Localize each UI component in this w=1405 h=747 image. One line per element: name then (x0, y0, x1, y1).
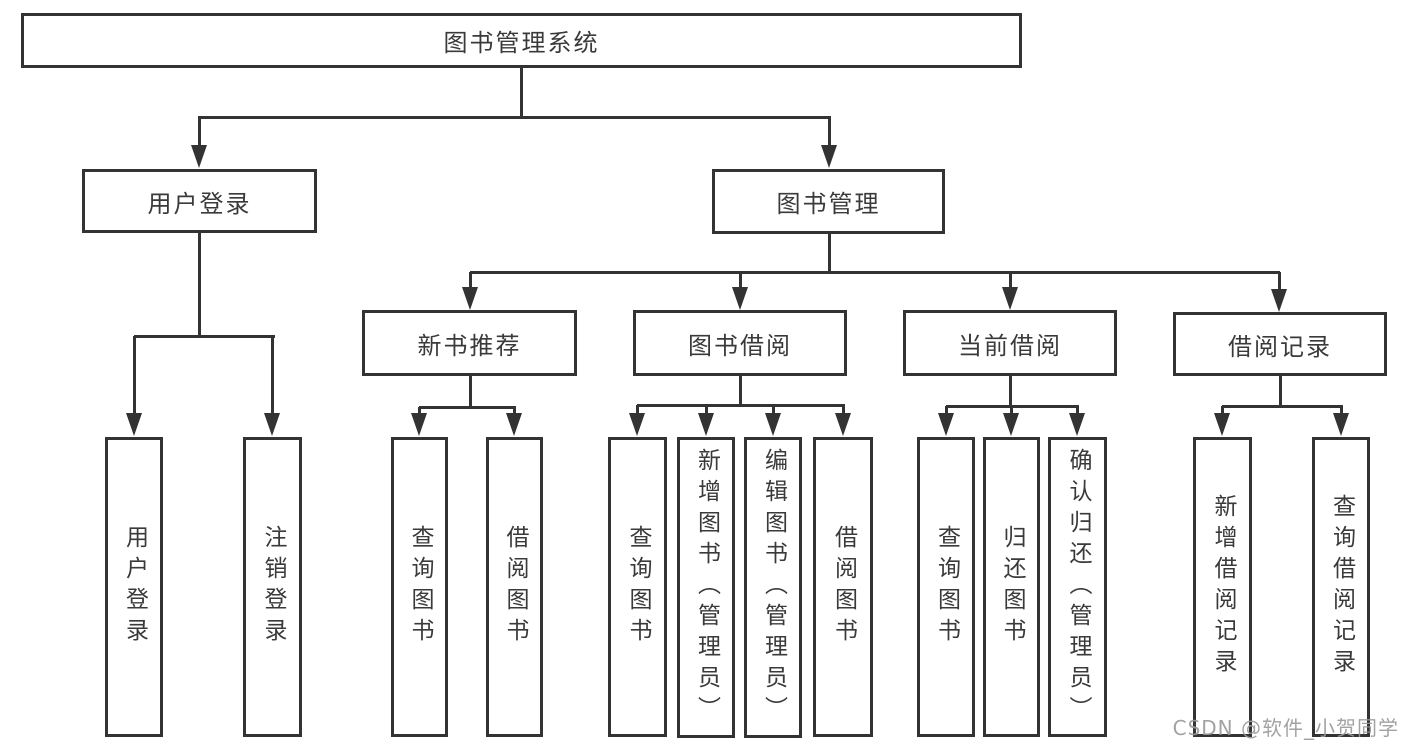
leaf-label: 注销登录 (260, 525, 286, 649)
arrow-head (835, 413, 851, 436)
leaf-label: 查询借阅记录 (1328, 494, 1355, 680)
arrow-head (126, 413, 142, 436)
connector-line (468, 272, 472, 290)
connector-line (1222, 404, 1343, 408)
leaf-label: 新增图书（管理员） (693, 448, 720, 727)
connector-line (519, 68, 523, 117)
node-label: 图书管理 (776, 190, 881, 218)
arrow-head (1214, 413, 1230, 436)
node-user-login: 用户登录 (82, 169, 317, 233)
leaf-label: 查询图书 (625, 525, 651, 649)
connector-line (738, 272, 742, 290)
connector-line (468, 376, 472, 407)
leaf-add-borrow-record: 新增借阅记录 (1193, 437, 1252, 737)
arrow-head (629, 413, 645, 436)
arrow-head (1002, 287, 1018, 310)
connector-line (470, 270, 1280, 274)
arrow-head (462, 287, 478, 310)
connector-line (738, 376, 742, 405)
arrow-head (1271, 289, 1287, 312)
arrow-head (1333, 413, 1349, 436)
node-current-borrowing: 当前借阅 (903, 310, 1117, 376)
connector-line (1075, 406, 1079, 416)
connector-line (1008, 272, 1012, 290)
node-book-management: 图书管理 (712, 169, 945, 234)
leaf-query-books-current: 查询图书 (917, 437, 975, 737)
leaf-return-books: 归还图书 (983, 437, 1040, 737)
connector-line (197, 232, 201, 336)
connector-line (512, 407, 516, 416)
leaf-borrow-books-borrowing: 借阅图书 (813, 437, 873, 737)
node-new-book-recommend: 新书推荐 (362, 310, 577, 376)
leaf-query-books-borrowing: 查询图书 (608, 437, 667, 737)
connector-line (419, 405, 516, 409)
connector-line (1008, 376, 1012, 406)
connector-line (1009, 406, 1013, 416)
leaf-label: 查询图书 (407, 525, 433, 649)
leaf-logout: 注销登录 (243, 437, 302, 737)
connector-line (704, 405, 708, 416)
arrow-head (191, 145, 207, 168)
connector-line (946, 404, 1079, 408)
connector-line (944, 406, 948, 416)
leaf-edit-book-admin: 编辑图书（管理员） (744, 437, 802, 738)
leaf-query-borrow-record: 查询借阅记录 (1312, 437, 1370, 737)
arrow-head (1069, 413, 1085, 436)
connector-line (132, 336, 136, 416)
arrow-head (765, 413, 781, 436)
connector-line (841, 405, 845, 416)
arrow-head (264, 413, 280, 436)
leaf-label: 编辑图书（管理员） (760, 448, 787, 727)
leaf-confirm-return-admin: 确认归还（管理员） (1048, 437, 1107, 737)
node-book-borrowing: 图书借阅 (633, 310, 847, 376)
node-label: 图书借阅 (688, 331, 792, 360)
connector-line (270, 336, 274, 416)
node-label: 当前借阅 (958, 331, 1062, 360)
arrow-head (1003, 413, 1019, 436)
connector-line (198, 115, 831, 119)
node-borrowing-records: 借阅记录 (1173, 312, 1387, 376)
connector-line (827, 233, 831, 274)
leaf-query-books-recommend: 查询图书 (391, 437, 448, 737)
leaf-label: 用户登录 (121, 525, 148, 649)
arrow-head (698, 413, 714, 436)
leaf-label: 借阅图书 (502, 525, 528, 649)
arrow-head (821, 145, 837, 168)
connector-line (1339, 406, 1343, 416)
leaf-label: 新增借阅记录 (1210, 494, 1236, 680)
node-label: 用户登录 (147, 189, 252, 218)
arrow-head (732, 287, 748, 310)
node-label: 图书管理系统 (443, 29, 600, 57)
connector-line (1277, 272, 1281, 290)
connector-line (771, 405, 775, 416)
connector-line (417, 407, 421, 416)
node-label: 新书推荐 (417, 331, 522, 360)
node-library-management-system: 图书管理系统 (21, 13, 1022, 68)
connector-line (1278, 376, 1282, 406)
leaf-label: 借阅图书 (830, 525, 857, 649)
arrow-head (938, 413, 954, 436)
node-label: 借阅记录 (1228, 332, 1332, 361)
leaf-borrow-books-recommend: 借阅图书 (486, 437, 543, 737)
leaf-label: 查询图书 (933, 525, 960, 649)
arrow-head (411, 413, 427, 436)
connector-line (134, 334, 275, 338)
connector-line (635, 405, 639, 416)
connector-line (637, 403, 845, 407)
arrow-head (506, 413, 522, 436)
watermark: CSDN @软件_小贺同学 (1172, 716, 1399, 740)
leaf-add-book-admin: 新增图书（管理员） (677, 437, 735, 738)
connector-line (827, 117, 831, 148)
leaf-label: 确认归还（管理员） (1065, 447, 1091, 727)
leaf-user-login: 用户登录 (105, 437, 163, 737)
connector-line (197, 117, 201, 148)
connector-line (1220, 406, 1224, 416)
leaf-label: 归还图书 (999, 525, 1025, 649)
